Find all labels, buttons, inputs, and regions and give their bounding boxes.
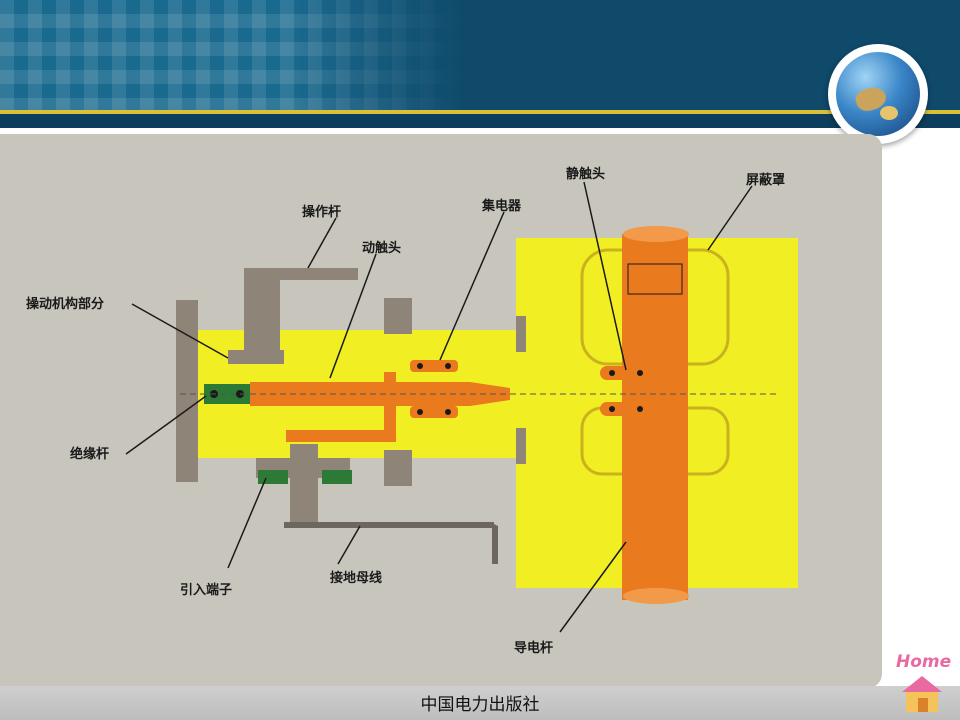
home-button[interactable]: Home: [892, 650, 956, 716]
label-lead-terminal: 引入端子: [180, 582, 232, 598]
switch-cross-section-diagram: 操作杆 动触头 集电器 静触头 屏蔽罩 操动机构部分 绝缘杆 引入端子 接地母线…: [26, 166, 798, 656]
label-static-contact: 静触头: [566, 166, 605, 182]
footer-bar: [0, 686, 960, 720]
static-contact: [600, 366, 658, 380]
label-operating-rod: 操作杆: [302, 204, 341, 220]
current-collector: [410, 360, 458, 372]
diagram-panel: 操作杆 动触头 集电器 静触头 屏蔽罩 操动机构部分 绝缘杆 引入端子 接地母线…: [0, 134, 882, 688]
header-banner: [0, 0, 960, 112]
lead-terminal-conductor: [286, 372, 396, 442]
header-bottom-band: [0, 114, 960, 128]
label-current-collector: 集电器: [481, 198, 522, 214]
insulating-rod: [204, 384, 250, 404]
label-ground-busbar: 接地母线: [330, 570, 382, 586]
label-operating-mechanism: 操动机构部分: [26, 296, 104, 312]
ground-busbar: [284, 522, 494, 528]
house-icon: [902, 676, 942, 712]
label-insulating-rod: 绝缘杆: [70, 446, 109, 462]
conductive-rod: [622, 234, 688, 600]
publisher-text: 中国电力出版社: [420, 695, 540, 715]
left-flange: [176, 300, 198, 482]
label-shield: 屏蔽罩: [746, 172, 785, 188]
label-conductive-rod: 导电杆: [514, 640, 553, 656]
home-label: Home: [896, 652, 952, 672]
header-stripe: [0, 110, 960, 114]
globe-icon: [828, 44, 928, 144]
label-moving-contact: 动触头: [362, 240, 401, 256]
